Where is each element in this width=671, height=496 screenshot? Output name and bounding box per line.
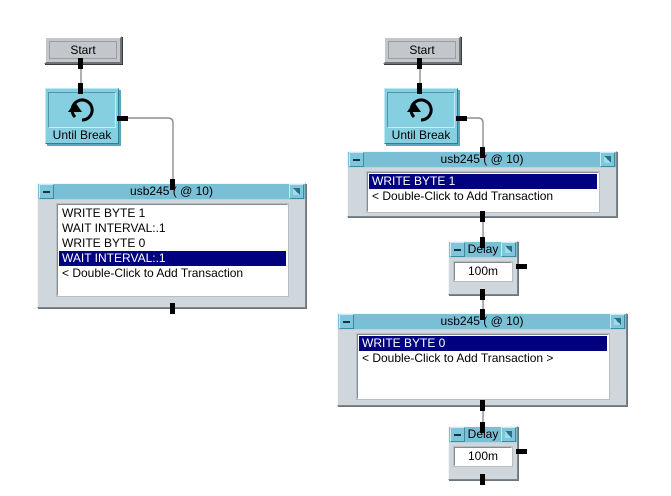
list-item-selected[interactable]: WAIT INTERVAL:.1 [59, 251, 286, 266]
delay-bottom-title: Delay [467, 427, 499, 441]
usb245-panel-left-titlebar: usb245 ( @ 10) [38, 184, 305, 200]
panel-right-bottom-gutter-right [609, 334, 621, 399]
list-item[interactable]: WRITE BYTE 0 [62, 236, 146, 250]
delay-bottom-in-nub[interactable] [480, 422, 485, 433]
panel-left-gutter-right [288, 204, 300, 296]
delay-bottom-titlebar: Delay [449, 427, 517, 443]
panel-right-top-out-nub[interactable] [480, 211, 485, 222]
usb245-panel-right-bottom[interactable]: usb245 ( @ 10) WRITE BYTE 0 < Double-Cli… [337, 313, 627, 406]
panel-right-top-in-nub[interactable] [480, 147, 485, 158]
usb245-panel-left-body: WRITE BYTE 1 WAIT INTERVAL:.1 WRITE BYTE… [38, 200, 305, 302]
delay-bottom-out-nub[interactable] [480, 474, 485, 485]
start-button-right-label: Start [409, 43, 435, 57]
usb245-panel-right-top-body: WRITE BYTE 1 < Double-Click to Add Trans… [348, 168, 616, 218]
delay-top-value-field[interactable]: 100m [453, 261, 513, 282]
usb245-panel-right-top-titlebar: usb245 ( @ 10) [348, 152, 616, 168]
panel-left-out-nub[interactable] [170, 303, 175, 314]
loop-right-in-nub[interactable] [417, 83, 422, 94]
transaction-list-right-bottom[interactable]: WRITE BYTE 0 < Double-Click to Add Trans… [356, 333, 610, 400]
delay-widget-top[interactable]: Delay 100m [448, 241, 518, 295]
maximize-icon[interactable] [289, 184, 304, 199]
loop-left-out-nub[interactable] [117, 116, 128, 121]
delay-top-title: Delay [467, 242, 499, 256]
start-button-left-label: Start [70, 43, 96, 57]
minimize-icon[interactable] [450, 427, 465, 442]
usb245-panel-right-top-title: usb245 ( @ 10) [440, 152, 524, 166]
maximize-icon[interactable] [501, 427, 516, 442]
delay-top-out-nub[interactable] [480, 289, 485, 300]
maximize-icon[interactable] [501, 242, 516, 257]
usb245-panel-left-title: usb245 ( @ 10) [130, 184, 213, 198]
add-transaction-prompt[interactable]: < Double-Click to Add Transaction > [362, 351, 554, 365]
usb245-panel-left[interactable]: usb245 ( @ 10) WRITE BYTE 1 WAIT INTERVA… [37, 183, 306, 308]
delay-bottom-body: 100m [449, 443, 517, 472]
list-item-selected[interactable]: WRITE BYTE 0 [359, 336, 607, 351]
start-button-left[interactable]: Start [44, 36, 122, 64]
start-left-out-nub[interactable] [78, 58, 83, 69]
until-break-node-left-label: Until Break [52, 128, 112, 142]
usb245-panel-right-bottom-titlebar: usb245 ( @ 10) [338, 314, 626, 330]
loop-arrow-icon [387, 92, 455, 128]
panel-right-bottom-in-nub[interactable] [480, 309, 485, 320]
panel-right-top-gutter [353, 172, 367, 212]
delay-top-body: 100m [449, 258, 517, 287]
delay-widget-bottom[interactable]: Delay 100m [448, 426, 518, 480]
maximize-icon[interactable] [600, 152, 615, 167]
delay-top-right-nub[interactable] [516, 264, 527, 269]
maximize-icon[interactable] [610, 314, 625, 329]
usb245-panel-right-top[interactable]: usb245 ( @ 10) WRITE BYTE 1 < Double-Cli… [347, 151, 617, 217]
transaction-list-left[interactable]: WRITE BYTE 1 WAIT INTERVAL:.1 WRITE BYTE… [56, 203, 289, 297]
until-break-node-left[interactable]: Until Break [45, 88, 119, 144]
list-item-selected[interactable]: WRITE BYTE 1 [369, 174, 597, 189]
until-break-node-right[interactable]: Until Break [384, 88, 458, 144]
panel-left-gutter [43, 204, 57, 296]
loop-left-in-nub[interactable] [78, 83, 83, 94]
usb245-panel-right-bottom-body: WRITE BYTE 0 < Double-Click to Add Trans… [338, 330, 626, 405]
delay-top-in-nub[interactable] [480, 237, 485, 248]
loop-arrow-icon [48, 92, 116, 128]
delay-top-titlebar: Delay [449, 242, 517, 258]
minimize-icon[interactable] [39, 184, 54, 199]
start-button-right[interactable]: Start [383, 36, 461, 64]
add-transaction-prompt[interactable]: < Double-Click to Add Transaction [372, 189, 554, 203]
loop-right-out-nub[interactable] [456, 116, 467, 121]
panel-left-in-nub[interactable] [170, 179, 175, 190]
transaction-list-right-top[interactable]: WRITE BYTE 1 < Double-Click to Add Trans… [366, 171, 600, 213]
list-item[interactable]: WAIT INTERVAL:.1 [62, 221, 166, 235]
start-button-right-inner: Start [388, 41, 456, 59]
usb245-panel-right-bottom-title: usb245 ( @ 10) [440, 314, 524, 328]
minimize-icon[interactable] [349, 152, 364, 167]
delay-bottom-value-field[interactable]: 100m [453, 446, 513, 467]
start-right-out-nub[interactable] [417, 58, 422, 69]
minimize-icon[interactable] [450, 242, 465, 257]
start-button-left-inner: Start [49, 41, 117, 59]
list-item[interactable]: WRITE BYTE 1 [62, 206, 146, 220]
delay-bottom-right-nub[interactable] [516, 449, 527, 454]
panel-right-bottom-out-nub[interactable] [480, 400, 485, 411]
until-break-node-right-label: Until Break [391, 128, 451, 142]
minimize-icon[interactable] [339, 314, 354, 329]
add-transaction-prompt[interactable]: < Double-Click to Add Transaction [62, 266, 244, 280]
panel-right-top-gutter-right [599, 172, 611, 212]
panel-right-bottom-gutter [343, 334, 357, 399]
